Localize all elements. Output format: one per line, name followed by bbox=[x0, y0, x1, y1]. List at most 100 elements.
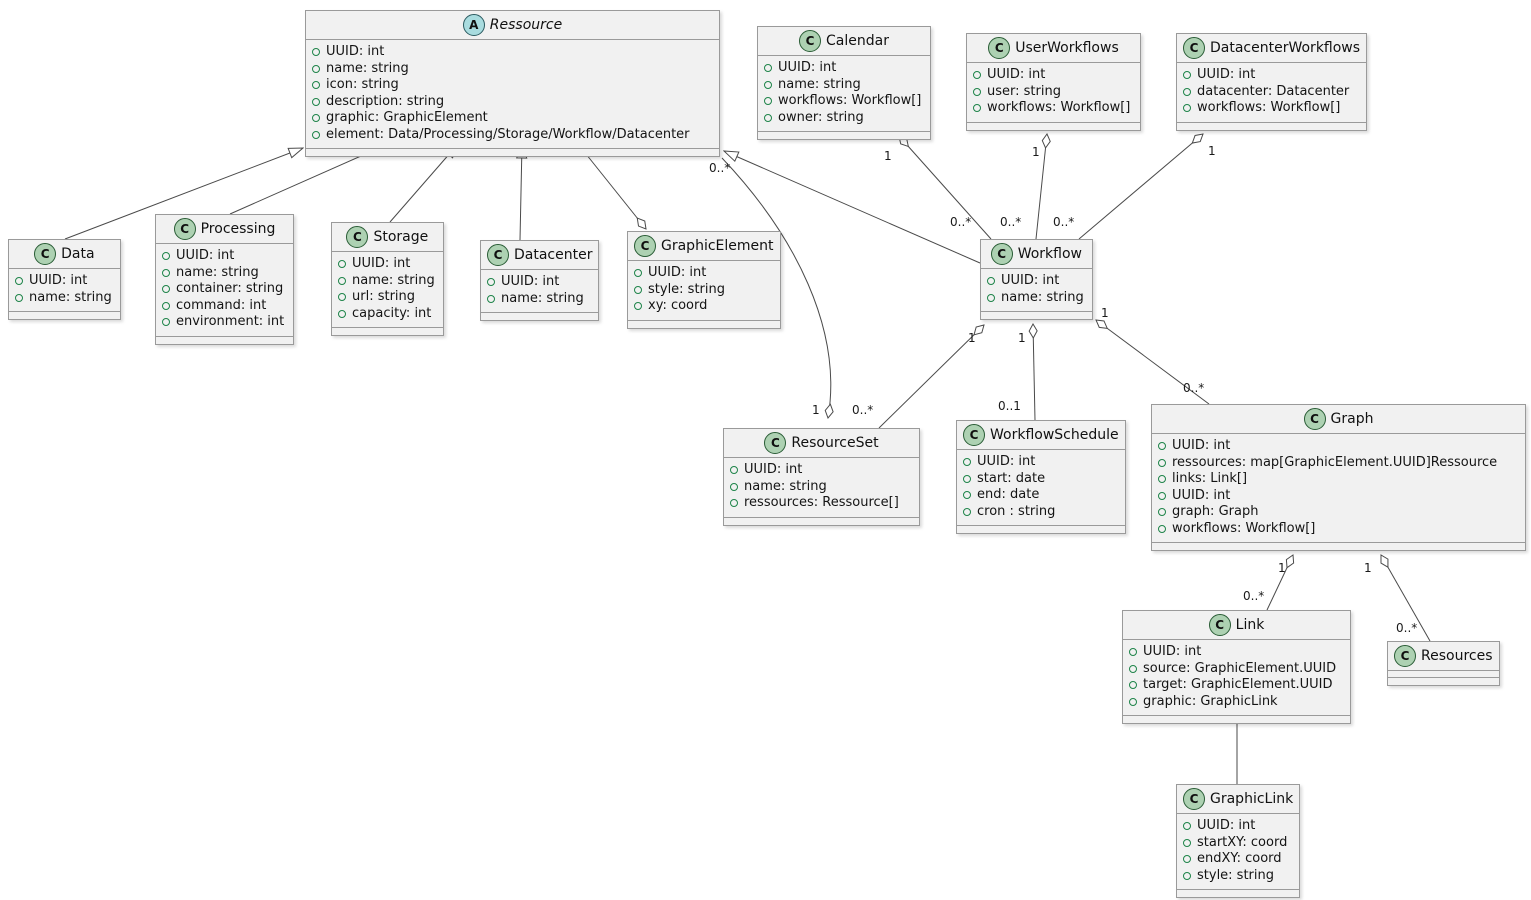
class-stereotype-icon: C bbox=[173, 218, 196, 240]
field-visibility-icon bbox=[764, 64, 772, 73]
edge-Workflow-aggregates-Graph bbox=[1095, 319, 1210, 405]
attribute-row: icon: string bbox=[312, 77, 711, 94]
field-visibility-icon bbox=[973, 71, 981, 80]
attribute-row: source: GraphicElement.UUID bbox=[1129, 661, 1342, 678]
class-name: Link bbox=[1235, 617, 1265, 633]
field-visibility-icon bbox=[1158, 442, 1166, 451]
multiplicity-label: 0..* bbox=[1396, 621, 1417, 635]
field-visibility-icon bbox=[1158, 491, 1166, 500]
field-visibility-icon bbox=[1183, 71, 1191, 80]
attributes-compartment: UUID: int ressources: map[GraphicElement.… bbox=[1152, 434, 1525, 543]
attribute-row: style: string bbox=[634, 282, 772, 299]
multiplicity-label: 1 bbox=[812, 403, 820, 417]
multiplicity-label: 0..* bbox=[852, 403, 873, 417]
attribute-row: xy: coord bbox=[634, 298, 772, 315]
multiplicity-label: 1 bbox=[1018, 331, 1026, 345]
multiplicity-label: 0..* bbox=[1053, 215, 1074, 229]
attribute-text: workflows: Workflow[] bbox=[778, 93, 922, 108]
field-visibility-icon bbox=[162, 285, 170, 294]
field-visibility-icon bbox=[963, 458, 971, 467]
attribute-row: name: string bbox=[730, 479, 911, 496]
attribute-text: cron : string bbox=[977, 503, 1056, 519]
field-visibility-icon bbox=[1129, 664, 1137, 673]
attribute-row: element: Data/Processing/Storage/Workflo… bbox=[312, 127, 711, 144]
class-name: DatacenterWorkflows bbox=[1210, 40, 1361, 56]
field-visibility-icon bbox=[1183, 838, 1191, 847]
field-visibility-icon bbox=[1158, 475, 1166, 484]
attribute-row: user: string bbox=[973, 84, 1132, 101]
methods-compartment bbox=[957, 526, 1125, 533]
class-stereotype-icon: C bbox=[487, 244, 509, 266]
attribute-row: workflows: Workflow[] bbox=[1183, 100, 1358, 117]
field-visibility-icon bbox=[312, 48, 320, 57]
multiplicity-label: 1 bbox=[1032, 145, 1040, 159]
attribute-row: endXY: coord bbox=[1183, 851, 1291, 868]
multiplicity-label: 0..* bbox=[1183, 381, 1204, 395]
attribute-row: container: string bbox=[162, 281, 285, 298]
class-name: GraphicLink bbox=[1210, 791, 1294, 807]
methods-compartment bbox=[724, 518, 919, 525]
field-visibility-icon bbox=[1158, 524, 1166, 533]
attribute-row: owner: string bbox=[764, 110, 922, 127]
field-visibility-icon bbox=[963, 474, 971, 483]
methods-compartment bbox=[332, 328, 443, 335]
attribute-text: owner: string bbox=[778, 109, 864, 125]
methods-compartment bbox=[758, 132, 930, 139]
methods-compartment bbox=[1177, 890, 1299, 897]
field-visibility-icon bbox=[634, 269, 642, 278]
attribute-text: style: string bbox=[648, 281, 726, 297]
attribute-text: UUID: int bbox=[176, 248, 235, 263]
field-visibility-icon bbox=[312, 97, 320, 106]
attribute-text: icon: string bbox=[326, 77, 399, 92]
attribute-text: UUID: int bbox=[648, 265, 707, 280]
field-visibility-icon bbox=[338, 260, 346, 269]
field-visibility-icon bbox=[312, 114, 320, 123]
attribute-row: name: string bbox=[15, 290, 112, 307]
attribute-text: capacity: int bbox=[352, 305, 432, 321]
attribute-text: workflows: Workflow[] bbox=[1172, 520, 1316, 536]
edge-Graph-aggregates-Resources bbox=[1380, 554, 1431, 642]
class-stereotype-icon: C bbox=[988, 37, 1011, 59]
attribute-text: UUID: int bbox=[1001, 273, 1060, 288]
class-name: ResourceSet bbox=[791, 435, 879, 451]
attribute-text: name: string bbox=[1001, 289, 1084, 305]
multiplicity-label: 0..* bbox=[709, 161, 730, 175]
attribute-text: ressources: map[GraphicElement.UUID]Ress… bbox=[1172, 454, 1498, 470]
attribute-row: name: string bbox=[987, 290, 1084, 307]
edge-Workflow-aggregates-WorkflowSchedule bbox=[1028, 322, 1038, 421]
class-name: GraphicElement bbox=[661, 238, 774, 254]
class-name: Resources bbox=[1421, 648, 1493, 664]
attribute-text: graphic: GraphicElement bbox=[326, 110, 488, 125]
field-visibility-icon bbox=[162, 252, 170, 261]
attribute-text: UUID: int bbox=[1172, 487, 1231, 503]
class-stereotype-icon: C bbox=[1303, 408, 1326, 430]
edge-GraphicElement-aggregates-Ressource bbox=[577, 143, 647, 230]
attribute-row: style: string bbox=[1183, 868, 1291, 885]
edge-Data-extends-Ressource bbox=[64, 148, 303, 240]
edge-ResourceSet-aggregates-Ressource bbox=[721, 157, 834, 419]
attribute-text: UUID: int bbox=[1143, 644, 1202, 659]
